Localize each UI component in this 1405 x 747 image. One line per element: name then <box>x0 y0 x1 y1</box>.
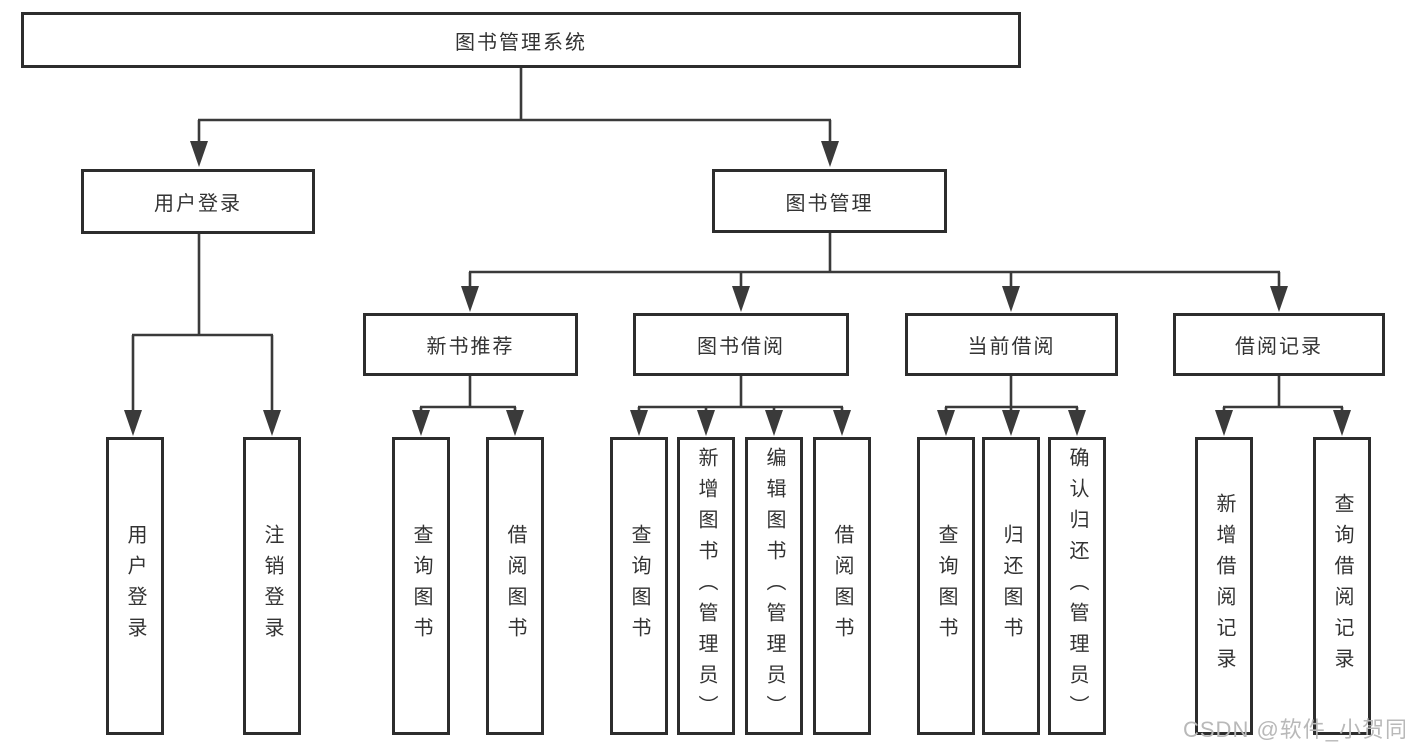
node-book-management: 图书管理 <box>712 169 947 233</box>
leaf-confirm-return-admin-label: 确认归还（管理员） <box>1066 446 1088 726</box>
arrow-icon <box>506 410 524 436</box>
node-root-label: 图书管理系统 <box>455 31 587 54</box>
leaf-borrow-books-borrowing: 借阅图书 <box>813 437 871 735</box>
leaf-confirm-return-admin: 确认归还（管理员） <box>1048 437 1106 735</box>
arrow-icon <box>821 141 839 167</box>
leaf-edit-book-admin-label: 编辑图书（管理员） <box>763 446 785 726</box>
leaf-query-books-borrowing: 查询图书 <box>610 437 668 735</box>
leaf-add-borrow-record: 新增借阅记录 <box>1195 437 1253 735</box>
leaf-user-login-label: 用户登录 <box>124 524 146 648</box>
leaf-query-books-current: 查询图书 <box>917 437 975 735</box>
leaf-user-login: 用户登录 <box>106 437 164 735</box>
leaf-query-books-recommend-label: 查询图书 <box>410 524 432 648</box>
arrow-icon <box>1002 410 1020 436</box>
arrow-icon <box>1002 286 1020 312</box>
leaf-borrow-books-recommend-label: 借阅图书 <box>504 524 526 648</box>
arrow-icon <box>732 286 750 312</box>
node-current-borrowing-label: 当前借阅 <box>967 336 1056 358</box>
leaf-logout: 注销登录 <box>243 437 301 735</box>
arrow-icon <box>1068 410 1086 436</box>
leaf-query-books-current-label: 查询图书 <box>935 524 957 648</box>
arrow-icon <box>1270 286 1288 312</box>
arrowheads <box>124 141 1351 436</box>
arrow-icon <box>263 410 281 436</box>
node-user-login-label: 用户登录 <box>154 193 242 215</box>
node-book-borrowing: 图书借阅 <box>633 313 849 376</box>
leaf-add-book-admin-label: 新增图书（管理员） <box>695 446 717 726</box>
leaf-query-books-borrowing-label: 查询图书 <box>628 524 650 648</box>
leaf-edit-book-admin: 编辑图书（管理员） <box>745 437 803 735</box>
arrow-icon <box>697 410 715 436</box>
arrow-icon <box>124 410 142 436</box>
arrow-icon <box>833 410 851 436</box>
leaf-query-borrow-record: 查询借阅记录 <box>1313 437 1371 735</box>
node-new-book-recommend-label: 新书推荐 <box>426 336 515 358</box>
csdn-watermark: CSDN @软件_小贺同学 <box>1183 717 1405 742</box>
arrow-icon <box>1215 410 1233 436</box>
node-user-login: 用户登录 <box>81 169 315 234</box>
node-new-book-recommend: 新书推荐 <box>363 313 578 376</box>
leaf-return-book: 归还图书 <box>982 437 1040 735</box>
leaf-borrow-books-recommend: 借阅图书 <box>486 437 544 735</box>
node-root: 图书管理系统 <box>21 12 1021 68</box>
arrow-icon <box>412 410 430 436</box>
node-borrow-records-label: 借阅记录 <box>1235 336 1323 358</box>
arrow-icon <box>937 410 955 436</box>
arrow-icon <box>190 141 208 167</box>
leaf-query-books-recommend: 查询图书 <box>392 437 450 735</box>
leaf-borrow-books-borrowing-label: 借阅图书 <box>831 524 853 648</box>
leaf-query-borrow-record-label: 查询借阅记录 <box>1331 493 1353 679</box>
leaf-logout-label: 注销登录 <box>261 524 283 648</box>
arrow-icon <box>1333 410 1351 436</box>
node-book-borrowing-label: 图书借阅 <box>697 336 785 358</box>
node-current-borrowing: 当前借阅 <box>905 313 1118 376</box>
node-borrow-records: 借阅记录 <box>1173 313 1385 376</box>
leaf-add-borrow-record-label: 新增借阅记录 <box>1213 493 1235 679</box>
leaf-return-book-label: 归还图书 <box>1000 524 1022 648</box>
arrow-icon <box>765 410 783 436</box>
arrow-icon <box>461 286 479 312</box>
node-book-management-label: 图书管理 <box>785 192 874 215</box>
arrow-icon <box>630 410 648 436</box>
leaf-add-book-admin: 新增图书（管理员） <box>677 437 735 735</box>
